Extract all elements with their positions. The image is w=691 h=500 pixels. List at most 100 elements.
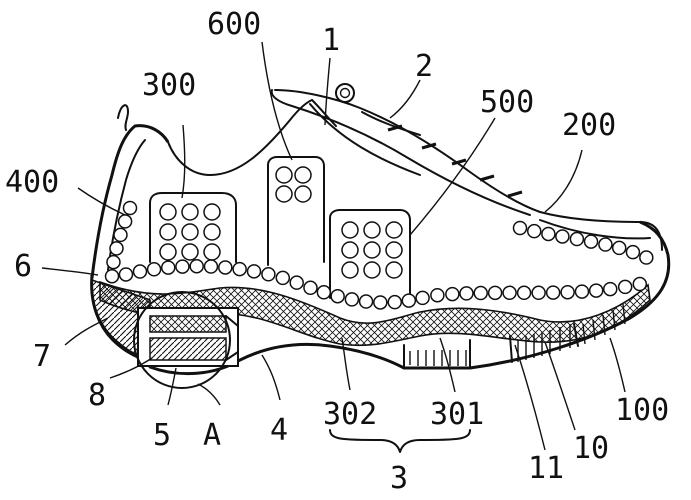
bead — [459, 286, 474, 301]
perforation-hole — [275, 166, 293, 184]
bead — [617, 279, 633, 295]
bead — [445, 286, 460, 302]
label-5: 5 — [153, 418, 171, 453]
label-4: 4 — [270, 413, 288, 448]
bead — [487, 285, 503, 301]
bead — [602, 281, 618, 297]
bead — [502, 285, 517, 301]
perforation-hole — [181, 243, 199, 261]
perforation-hole — [159, 223, 177, 241]
label-3: 3 — [390, 461, 408, 496]
panel-600 — [267, 156, 325, 266]
bead — [218, 260, 233, 275]
label-11: 11 — [528, 451, 564, 486]
bead — [160, 260, 176, 275]
bead — [109, 241, 124, 256]
label-302: 302 — [323, 397, 377, 432]
bead — [545, 285, 561, 300]
lace-eyelets — [335, 83, 523, 198]
bead — [132, 264, 148, 279]
bead — [106, 254, 121, 270]
bead — [473, 285, 488, 301]
bead — [569, 231, 585, 247]
perforation-hole — [181, 203, 199, 221]
perforation-hole — [341, 221, 359, 239]
bead — [516, 285, 532, 301]
bead — [387, 294, 403, 310]
label-1: 1 — [322, 23, 340, 58]
bead — [611, 240, 627, 256]
panel-300 — [149, 192, 237, 263]
perforation-hole — [294, 166, 312, 184]
label-10: 10 — [573, 431, 609, 466]
leader-lines — [41, 41, 626, 453]
bead — [122, 200, 138, 216]
label-500: 500 — [480, 85, 534, 120]
label-300: 300 — [142, 68, 196, 103]
label-8: 8 — [88, 378, 106, 413]
bead — [261, 267, 276, 282]
bead-layer — [104, 166, 654, 310]
reference-labels: 600 1 2 300 500 200 400 6 7 8 5 A 4 302 … — [5, 7, 669, 496]
label-6: 6 — [14, 249, 32, 284]
perforation-hole — [181, 223, 199, 241]
bead — [344, 292, 360, 307]
bead — [560, 284, 575, 300]
bead — [430, 287, 445, 303]
bead — [531, 285, 546, 301]
label-301: 301 — [430, 397, 484, 432]
bead — [117, 214, 133, 229]
bead — [512, 220, 528, 236]
bead — [189, 258, 204, 274]
label-2: 2 — [415, 49, 433, 84]
bead — [625, 244, 641, 260]
bead — [639, 250, 654, 265]
detail-circle-a — [133, 291, 231, 389]
bead — [146, 262, 162, 277]
bead — [316, 285, 332, 300]
perforation-hole — [294, 185, 312, 203]
perforation-hole — [203, 203, 221, 221]
bead — [373, 295, 388, 310]
bead — [358, 294, 374, 309]
label-100: 100 — [615, 393, 669, 428]
perforation-hole — [341, 261, 359, 279]
perforation-hole — [385, 261, 403, 279]
panel-500 — [329, 209, 411, 299]
bead — [583, 234, 599, 249]
bead — [104, 268, 120, 284]
perforation-hole — [275, 185, 293, 203]
bead — [632, 276, 648, 292]
bead — [541, 226, 556, 242]
perforation-hole — [159, 243, 177, 261]
bead — [555, 229, 570, 244]
bead — [330, 288, 345, 304]
perforation-hole — [203, 223, 221, 241]
label-600: 600 — [207, 7, 261, 42]
bead — [175, 259, 190, 274]
bead — [232, 261, 247, 277]
bead — [246, 264, 262, 279]
bead — [289, 275, 304, 290]
perforation-hole — [363, 221, 381, 239]
perforation-hole — [341, 241, 359, 259]
bead — [574, 284, 590, 299]
heel-unit — [90, 278, 239, 367]
label-400: 400 — [5, 165, 59, 200]
midsole — [99, 280, 651, 347]
bead — [588, 283, 604, 298]
bead — [401, 293, 417, 308]
label-200: 200 — [562, 108, 616, 143]
bead — [303, 280, 318, 296]
perforation-hole — [159, 203, 177, 221]
label-7: 7 — [33, 339, 51, 374]
bead — [415, 290, 430, 306]
bead — [118, 267, 134, 282]
bead — [526, 223, 542, 239]
perforation-hole — [363, 261, 381, 279]
bead — [275, 270, 291, 286]
bead — [203, 259, 219, 274]
perforation-hole — [385, 241, 403, 259]
perforation-hole — [203, 243, 221, 261]
